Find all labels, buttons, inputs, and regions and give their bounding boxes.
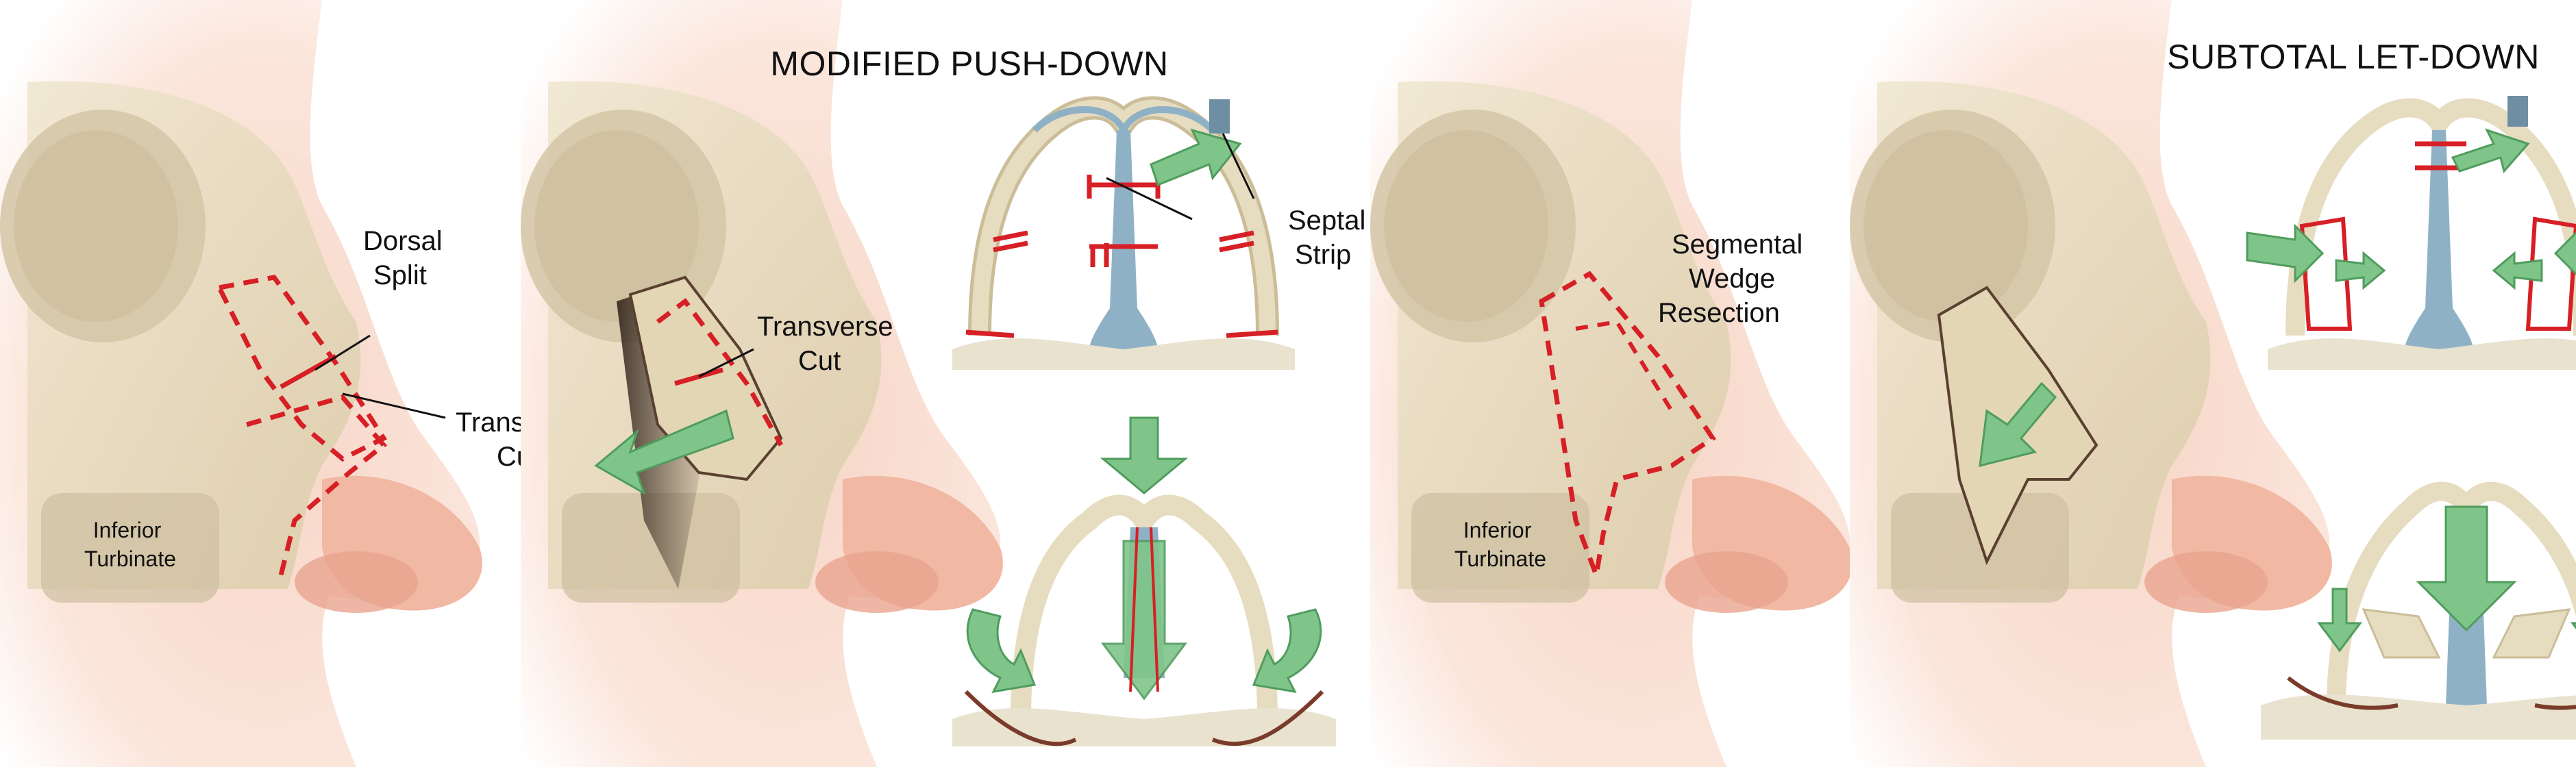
panel-5-lateral-view: Segmental Wedge Resection Inferior Turbi… — [1370, 0, 1853, 767]
dorsal-split-cut-outline — [215, 275, 388, 462]
inferior-turbinate-label-2: Inferior Turbinate — [1454, 518, 1546, 571]
nasal-bone-segment — [628, 275, 783, 481]
osteotomy-dashed-line — [656, 298, 784, 447]
let-down-cross-section-top — [2246, 96, 2576, 370]
inferior-turbinate-label-1: Inferior Turbinate — [84, 518, 176, 571]
title-modified-push-down: MODIFIED PUSH-DOWN — [770, 45, 1168, 83]
segmental-wedge-outline — [1539, 271, 1716, 585]
lateral-cut-outline — [246, 394, 388, 576]
let-down-arrow — [1979, 381, 2057, 467]
panel-1-lateral-view: Dorsal Split Transverse Cut Inferior Tur… — [0, 0, 592, 767]
push-down-cross-section-top — [952, 96, 1295, 370]
segmental-wedge-label: Segmental Wedge Resection — [1658, 229, 1810, 328]
let-down-cross-section-bottom — [2261, 481, 2576, 740]
transverse-cut-label-2: Transverse Cut — [757, 312, 901, 376]
panel-6-lateral-view — [1850, 0, 2332, 767]
title-subtotal-let-down: SUBTOTAL LET-DOWN — [2167, 38, 2540, 76]
panel-2-lateral-view: Transverse Cut — [521, 0, 1003, 767]
dorsal-split-label: Dorsal Split — [363, 226, 450, 290]
leader-line — [342, 392, 446, 419]
leader-line — [314, 334, 371, 371]
push-arrow — [594, 409, 734, 496]
septal-strip-label: Septal Strip — [1288, 205, 1374, 270]
transverse-cut-line — [280, 353, 337, 390]
leader-line — [698, 348, 754, 378]
push-down-cross-section-bottom — [952, 416, 1336, 746]
